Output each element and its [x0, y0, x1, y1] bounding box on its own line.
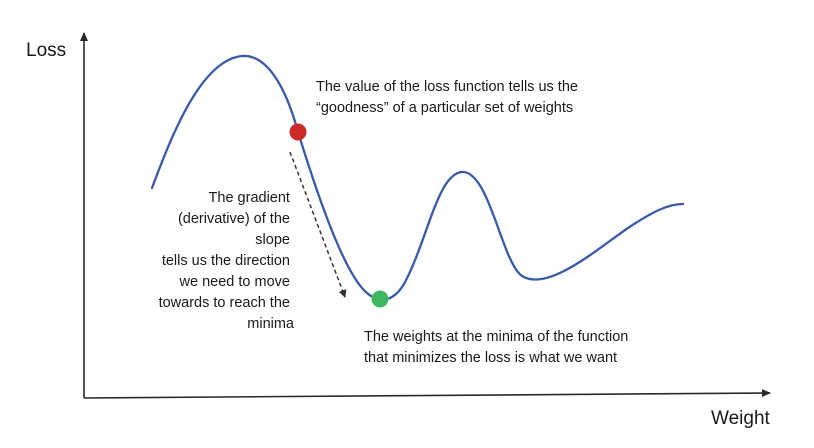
gradient-line: slope: [255, 232, 290, 248]
gradient-line: tells us the direction: [162, 253, 290, 269]
loss-curve: [150, 54, 685, 301]
current-weight-point: [289, 123, 307, 141]
y-axis-label: Loss: [26, 40, 66, 61]
gradient-line: minima: [247, 316, 295, 332]
x-axis: [83, 389, 771, 399]
minimum-point: [371, 290, 389, 308]
gradient-direction-arrow: [289, 151, 347, 298]
minima-line: The weights at the minima of the functio…: [364, 329, 628, 345]
loss-value-note: The value of the loss function tells us …: [316, 79, 582, 116]
loss-value-line: The value of the loss function tells us …: [316, 79, 578, 95]
gradient-line: towards to reach the: [159, 295, 290, 311]
loss-value-line: “goodness” of a particular set of weight…: [316, 100, 573, 116]
gradient-line: The gradient: [209, 190, 290, 206]
gradient-line: we need to move: [179, 274, 290, 290]
x-axis-label: Weight: [711, 408, 771, 429]
minima-line: that minimizes the loss is what we want: [364, 350, 617, 366]
gradient-note: The gradient (derivative) of the slope t…: [159, 190, 295, 332]
gradient-line: (derivative) of the: [178, 211, 290, 227]
minima-note: The weights at the minima of the functio…: [364, 329, 632, 366]
